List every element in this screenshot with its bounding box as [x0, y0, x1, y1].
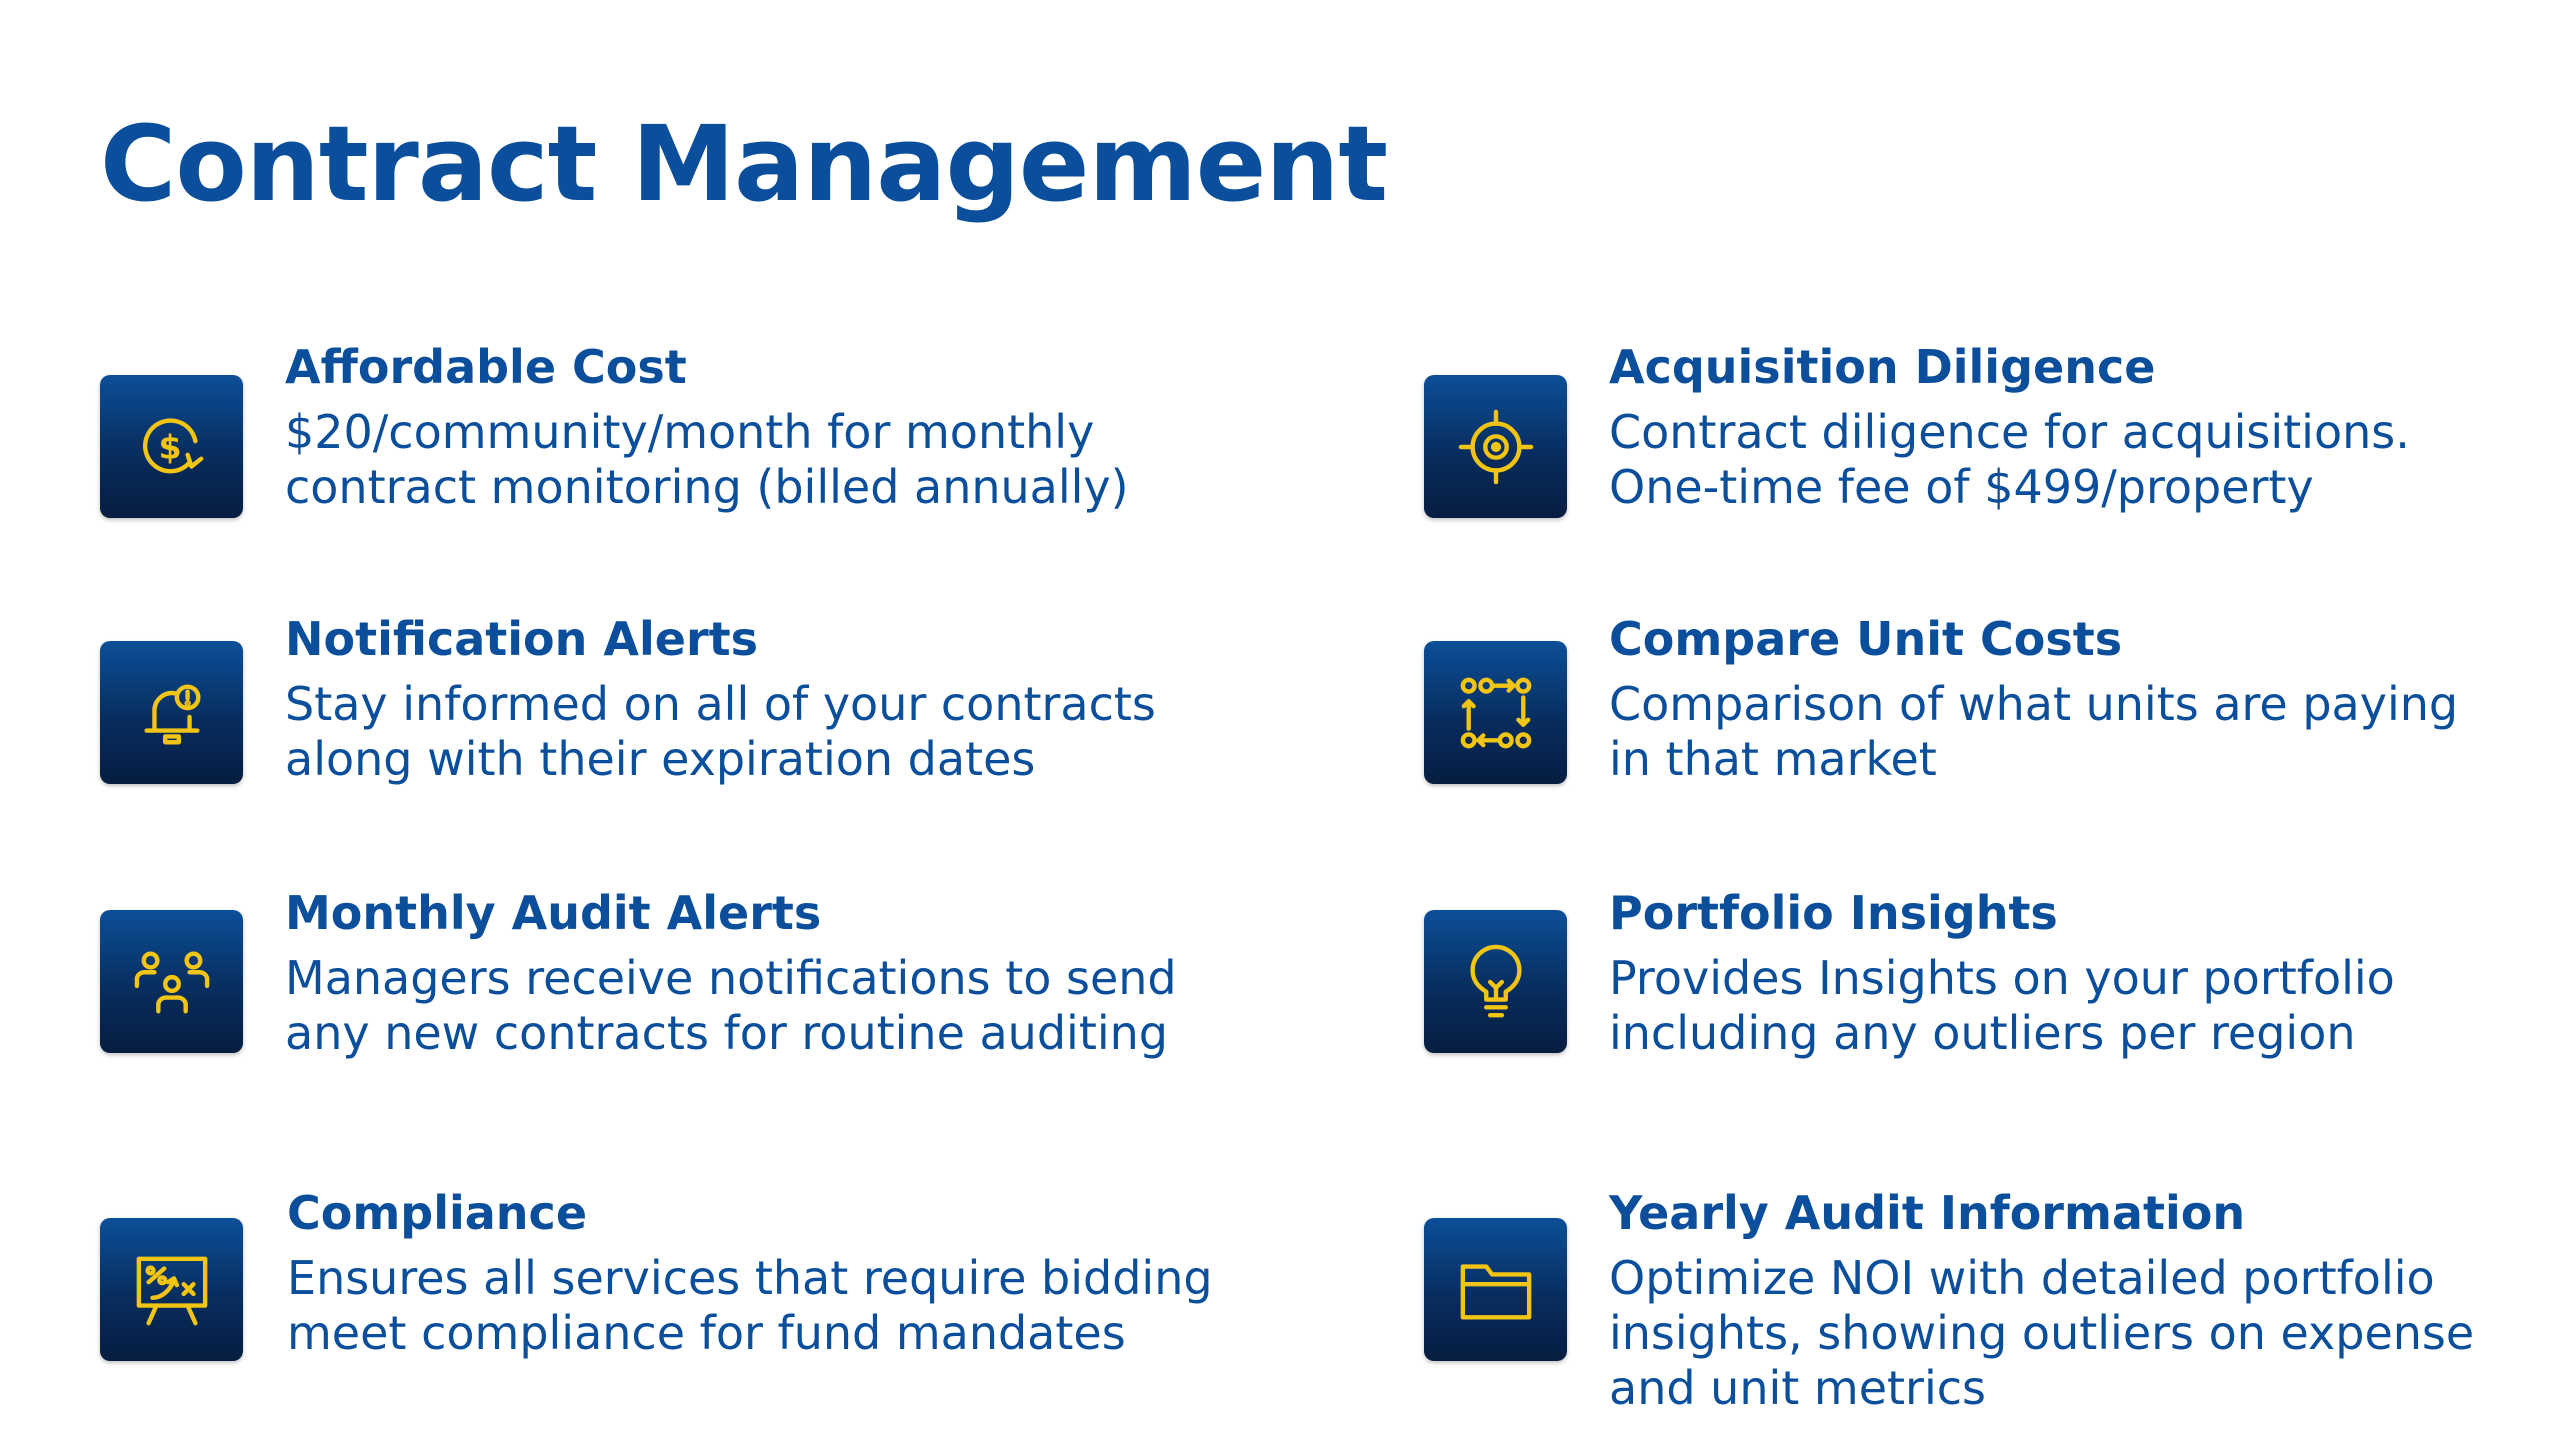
feature-title: Monthly Audit Alerts: [285, 886, 822, 940]
feature-description: Contract diligence for acquisitions. One…: [1609, 405, 2410, 514]
target-icon: [1424, 375, 1567, 518]
feature-description: Provides Insights on your portfolio incl…: [1609, 951, 2395, 1060]
svg-text:$: $: [158, 427, 181, 466]
folder-icon: [1424, 1218, 1567, 1361]
feature-title: Portfolio Insights: [1609, 886, 2058, 940]
team-icon: [100, 910, 243, 1053]
feature-description: $20/community/month for monthly contract…: [285, 405, 1129, 514]
feature-title: Compliance: [287, 1186, 588, 1240]
feature-description: Stay informed on all of your contracts a…: [285, 677, 1156, 786]
feature-description: Ensures all services that require biddin…: [287, 1251, 1213, 1360]
lightbulb-icon: [1424, 910, 1567, 1053]
strategy-board-icon: [100, 1218, 243, 1361]
feature-title: Affordable Cost: [285, 340, 687, 394]
page-title: Contract Management: [100, 103, 1388, 225]
feature-title: Compare Unit Costs: [1609, 612, 2123, 666]
feature-description: Managers receive notifications to send a…: [285, 951, 1177, 1060]
feature-title: Yearly Audit Information: [1609, 1186, 2246, 1240]
feature-description: Comparison of what units are paying in t…: [1609, 677, 2459, 786]
dollar-cycle-icon: $: [100, 375, 243, 518]
feature-title: Acquisition Diligence: [1609, 340, 2156, 394]
compare-flow-icon: [1424, 641, 1567, 784]
feature-description: Optimize NOI with detailed portfolio ins…: [1609, 1251, 2475, 1415]
feature-title: Notification Alerts: [285, 612, 759, 666]
bell-alert-icon: [100, 641, 243, 784]
